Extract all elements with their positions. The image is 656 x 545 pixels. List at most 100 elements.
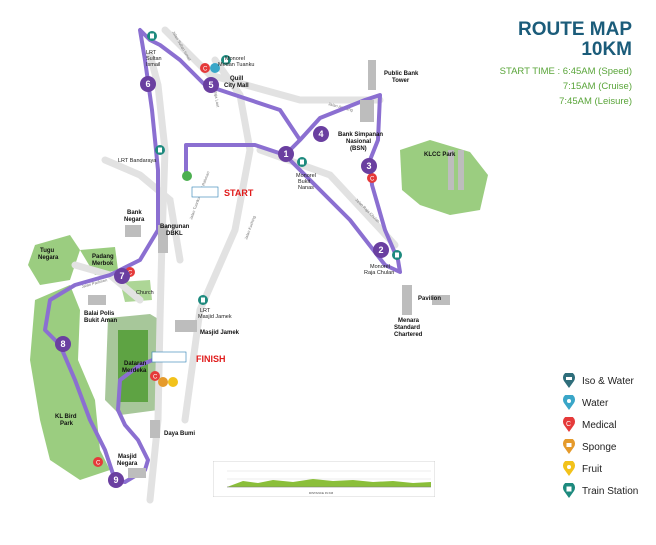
- road-label-kuching: Jalan Kuching: [243, 215, 256, 240]
- train-station-icon: [155, 145, 165, 155]
- svg-text:Church: Church: [136, 290, 154, 296]
- svg-text:3: 3: [367, 161, 372, 171]
- masjid-jamek-icon: [175, 320, 197, 332]
- km-marker-6: 6: [140, 76, 156, 92]
- sponge-icon: [563, 439, 575, 454]
- medical-icon: C: [93, 457, 103, 467]
- elevation-area: [227, 479, 431, 487]
- svg-text:C: C: [96, 461, 101, 467]
- svg-text:C: C: [566, 421, 571, 428]
- legend-label: Medical: [582, 419, 617, 431]
- public-bank-tower-icon: [368, 60, 376, 90]
- svg-text:C: C: [153, 375, 158, 381]
- legend-label: Water: [582, 397, 609, 409]
- legend-item: Iso & Water: [562, 370, 638, 392]
- train-station-icon: [221, 55, 231, 65]
- legend-item: Sponge: [562, 436, 638, 458]
- train-station-icon: [147, 31, 157, 41]
- km-marker-7: 7: [114, 268, 130, 284]
- legend-label: Fruit: [582, 463, 602, 475]
- medical-icon: C: [367, 173, 377, 183]
- bank-negara-icon: [125, 225, 141, 237]
- finish-marker: FINISH: [151, 351, 226, 364]
- title-line-1: ROUTE MAP: [518, 19, 632, 40]
- train-station-icon: [198, 295, 208, 305]
- profile-axis-label: DISTANCE IN KM: [309, 491, 334, 495]
- km-marker-5: 5: [203, 77, 219, 93]
- sponge-icon: [158, 377, 168, 387]
- svg-text:2: 2: [379, 245, 384, 255]
- dbkl-icon: [158, 225, 168, 253]
- masjid-negara-icon: [128, 468, 146, 478]
- train-station-icon: [297, 157, 307, 167]
- train-stations: [147, 31, 402, 305]
- water-icon: [210, 63, 220, 73]
- medical-icon: C: [563, 417, 575, 432]
- train-station-icon: [563, 483, 575, 498]
- legend-item: Fruit: [562, 458, 638, 480]
- km-marker-2: 2: [373, 242, 389, 258]
- svg-text:5: 5: [209, 80, 214, 90]
- water-icon: [563, 395, 575, 410]
- start-marker: START: [182, 171, 254, 198]
- medical-icon: C: [200, 63, 210, 73]
- km-marker-3: 3: [361, 158, 377, 174]
- svg-text:Daya Bumi: Daya Bumi: [164, 431, 195, 437]
- buildings: [88, 60, 464, 478]
- pavilion-icon: [432, 295, 450, 305]
- elevation-profile: DISTANCE IN KM: [213, 461, 435, 497]
- km-marker-1: 1: [278, 146, 294, 162]
- svg-text:4: 4: [319, 129, 324, 139]
- green-areas: [28, 140, 488, 480]
- medical-icon: C: [150, 371, 160, 381]
- road-label-parlimen: Jalan Parlimen: [81, 277, 108, 289]
- menara-standard-icon: [402, 285, 412, 315]
- klcc-twin-towers-icon: [448, 150, 454, 190]
- svg-text:Pavilion: Pavilion: [418, 296, 441, 302]
- legend-item: C Medical: [562, 414, 638, 436]
- padang-merbok-area: [80, 247, 118, 275]
- tugu-area: [28, 235, 80, 285]
- start-times: START TIME : 6:45AM (Speed) 7:15AM (Crui…: [500, 64, 632, 109]
- legend-item: Water: [562, 392, 638, 414]
- aid-stations: C C C C C: [93, 63, 377, 467]
- legend-label: Train Station: [582, 485, 639, 497]
- legend-item: Train Station: [562, 480, 638, 502]
- legend-label: Iso & Water: [582, 375, 634, 387]
- svg-text:7: 7: [120, 271, 125, 281]
- svg-text:6: 6: [146, 79, 151, 89]
- km-marker-4: 4: [313, 126, 329, 142]
- klcc-park-area: [400, 140, 488, 215]
- svg-text:KLCC Park: KLCC Park: [424, 152, 456, 158]
- title-line-2: 10KM: [581, 39, 632, 60]
- start-time-cruise: 7:15AM (Cruise): [562, 81, 632, 92]
- train-station-icon: [392, 250, 402, 260]
- route-map-title: ROUTE MAP 10KM: [518, 20, 632, 60]
- svg-text:C: C: [128, 271, 133, 277]
- svg-text:8: 8: [61, 339, 66, 349]
- klcc-twin-towers-icon-2: [458, 150, 464, 190]
- balai-polis-icon: [88, 295, 106, 305]
- legend-label: Sponge: [582, 441, 617, 453]
- svg-text:9: 9: [114, 475, 119, 485]
- km-marker-8: 8: [55, 336, 71, 352]
- finish-label: FINISH: [196, 354, 226, 364]
- start-time-speed: START TIME : 6:45AM (Speed): [499, 66, 632, 77]
